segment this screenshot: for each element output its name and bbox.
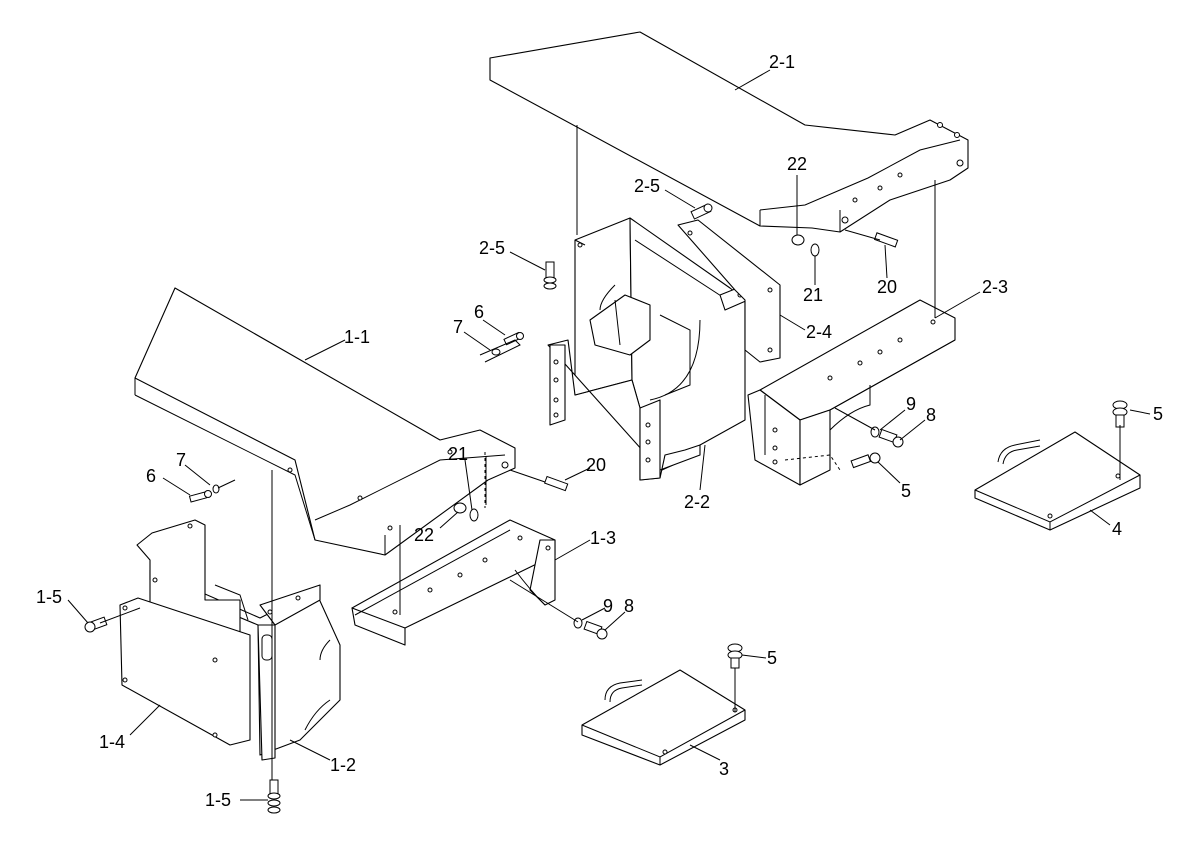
label-2-2: 2-2 — [684, 492, 710, 512]
callout-leaders — [67, 69, 1151, 801]
label-2-3: 2-3 — [982, 277, 1008, 297]
bolt-8-right — [878, 428, 904, 448]
label-20-mid: 20 — [586, 455, 606, 475]
label-20-top: 20 — [877, 277, 897, 297]
callout-labels: 2-1 22 2-5 2-5 21 20 2-3 2-4 6 7 1-1 9 8… — [36, 52, 1163, 810]
label-9-right: 9 — [906, 394, 916, 414]
bolt-6-top — [503, 331, 524, 346]
label-1-5-left: 1-5 — [36, 587, 62, 607]
part-1-3 — [351, 519, 556, 646]
label-8-right: 8 — [926, 405, 936, 425]
label-8-low: 8 — [624, 596, 634, 616]
washer-7-left — [212, 484, 220, 494]
label-7-top: 7 — [453, 317, 463, 337]
assembly-lines — [99, 125, 1121, 780]
bolt-2-5-left — [543, 261, 557, 290]
label-21-top: 21 — [803, 285, 823, 305]
washer-21-mid — [469, 508, 479, 522]
bolt-5-right — [1112, 400, 1128, 428]
bolt-1-5-bottom — [267, 779, 281, 814]
label-6-left: 6 — [146, 466, 156, 486]
label-22-mid: 22 — [414, 525, 434, 545]
label-7-left: 7 — [176, 450, 186, 470]
label-1-5-bottom: 1-5 — [205, 790, 231, 810]
label-9-low: 9 — [603, 596, 613, 616]
pin-20-mid — [543, 475, 569, 492]
washer-7-top — [491, 348, 501, 356]
hardware — [84, 203, 1128, 814]
bolt-2-5-top — [690, 203, 713, 220]
nut-22-top — [791, 234, 805, 246]
part-3 — [581, 669, 746, 766]
label-4: 4 — [1112, 519, 1122, 539]
bolt-8-low — [583, 620, 608, 640]
bolt-6-left — [188, 490, 212, 503]
label-1-3: 1-3 — [590, 528, 616, 548]
label-21-mid: 21 — [448, 444, 468, 464]
label-6-top: 6 — [474, 302, 484, 322]
bolt-1-5-left — [84, 616, 108, 633]
part-4 — [974, 431, 1141, 531]
washer-21-top — [810, 243, 820, 257]
label-5-mid: 5 — [901, 481, 911, 501]
bolt-5-mid — [850, 452, 881, 469]
label-1-2: 1-2 — [330, 755, 356, 775]
label-2-1: 2-1 — [769, 52, 795, 72]
bolt-5-low — [727, 643, 743, 669]
part-2-4 — [677, 219, 781, 363]
part-2-3 — [747, 299, 956, 486]
label-2-5-left: 2-5 — [479, 238, 505, 258]
label-5-right: 5 — [1153, 404, 1163, 424]
part-1-4 — [119, 597, 251, 746]
nut-22-mid — [453, 502, 467, 514]
washer-9-right — [870, 426, 880, 438]
part-2-2 — [547, 217, 749, 481]
part-1-1 — [134, 287, 516, 556]
label-3: 3 — [719, 759, 729, 779]
label-5-low: 5 — [767, 648, 777, 668]
label-2-4: 2-4 — [806, 322, 832, 342]
pin-20-top — [873, 232, 899, 248]
label-1-1: 1-1 — [344, 327, 370, 347]
part-2-1 — [489, 31, 969, 233]
label-1-4: 1-4 — [99, 732, 125, 752]
label-22-top: 22 — [787, 154, 807, 174]
washer-9-low — [573, 617, 583, 629]
label-2-5-top: 2-5 — [634, 176, 660, 196]
